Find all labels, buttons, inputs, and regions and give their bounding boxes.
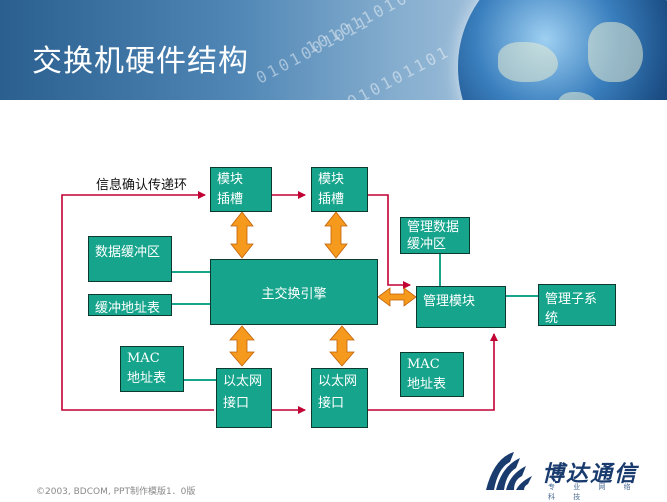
data-buffer-label: 数据缓冲区	[95, 245, 161, 260]
ring-right-bottom-path	[368, 333, 498, 411]
ring-left-path	[61, 191, 214, 411]
address-table-label: 地址表	[407, 377, 447, 392]
mgmt-data-buffer-line2: 缓冲区	[407, 237, 447, 252]
ethernet-label-line1: 以太网	[318, 374, 358, 389]
globe-image	[458, 0, 667, 100]
mgmt-module-label: 管理模块	[423, 294, 476, 309]
buffer-address-table-box: 缓冲地址表	[88, 294, 172, 316]
ethernet-label-line2: 接口	[318, 396, 345, 411]
ring-lines	[61, 191, 498, 414]
data-buffer-box: 数据缓冲区	[88, 236, 172, 282]
company-logo: 博达通信 专 业 网 络 科 技	[484, 448, 644, 501]
arrow-slot1-engine	[230, 211, 254, 259]
slot-label-line2: 插槽	[318, 192, 345, 207]
header-banner: 0101001011 1010110100 0010101101 交换机硬件结构	[0, 0, 667, 100]
mgmt-subsystem-box: 管理子系统	[538, 284, 616, 326]
orange-arrows	[229, 211, 417, 367]
mgmt-data-buffer-line1: 管理数据	[407, 220, 460, 235]
arrow-engine-mgmt	[377, 287, 417, 307]
logo-tagline: 专 业 网 络 科 技	[548, 483, 639, 501]
slot-label-line1: 模块	[318, 172, 345, 187]
mac-address-table-box: MAC 地址表	[400, 352, 464, 397]
globe-landmass	[498, 42, 558, 82]
slide-title: 交换机硬件结构	[32, 44, 249, 79]
ring-right-top-path	[368, 194, 411, 289]
ethernet-interface-box: 以太网 接口	[311, 368, 368, 428]
ethernet-label-line1: 以太网	[223, 374, 263, 389]
mac-label: MAC	[407, 357, 440, 372]
main-switch-engine-box: 主交换引擎	[210, 259, 378, 325]
logo-emblem-icon	[486, 452, 532, 490]
ethernet-interface-box: 以太网 接口	[216, 368, 272, 428]
module-slot-box: 模块 插槽	[311, 167, 368, 212]
mac-address-table-box: MAC 地址表	[120, 346, 184, 392]
arrow-engine-eth2	[329, 325, 355, 367]
globe-landmass	[588, 22, 643, 82]
mgmt-subsystem-label: 管理子系统	[545, 292, 598, 326]
mgmt-module-box: 管理模块	[416, 286, 506, 328]
ring-label: 信息确认传递环	[96, 178, 188, 193]
main-switch-engine-label: 主交换引擎	[261, 286, 327, 302]
arrow-engine-eth1	[229, 325, 255, 367]
footer-copyright: ©2003, BDCOM, PPT制作模版1．0版	[36, 487, 196, 497]
slot-label-line2: 插槽	[217, 192, 244, 207]
ethernet-label-line2: 接口	[223, 396, 250, 411]
teal-connectors	[172, 254, 538, 381]
mac-label: MAC	[127, 351, 160, 366]
module-slot-box: 模块 插槽	[210, 167, 272, 212]
logo-name: 博达通信	[542, 462, 639, 487]
slot-label-line1: 模块	[217, 172, 244, 187]
globe-landmass	[558, 92, 598, 100]
address-table-label: 地址表	[127, 371, 167, 386]
mgmt-data-buffer-box: 管理数据 缓冲区	[400, 217, 470, 254]
arrow-slot2-engine	[324, 211, 348, 259]
buffer-address-table-label: 缓冲地址表	[95, 301, 161, 316]
